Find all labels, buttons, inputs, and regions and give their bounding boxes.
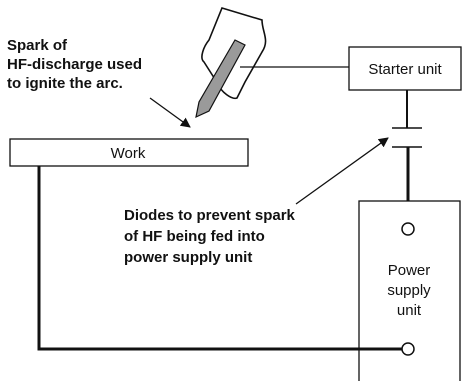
power-supply-terminal-top bbox=[401, 222, 415, 236]
work-box bbox=[9, 138, 249, 167]
diode-note-line-2: of HF being fed into bbox=[124, 228, 265, 245]
diode-arrow bbox=[295, 137, 389, 205]
starter-unit-box bbox=[348, 46, 462, 91]
power-supply-terminal-bottom bbox=[401, 342, 415, 356]
power-supply-label-line-3: unit bbox=[397, 302, 422, 319]
spark-note-line-3: to ignite the arc. bbox=[7, 75, 123, 92]
power-supply-label-line-2: supply bbox=[387, 282, 431, 299]
starter-unit-label: Starter unit bbox=[368, 61, 442, 78]
spark-note-line-1: Spark of bbox=[7, 37, 68, 54]
diode-note-line-1: Diodes to prevent spark bbox=[124, 207, 296, 224]
power-supply-label-line-1: Power bbox=[388, 262, 431, 279]
diode-note-line-3: power supply unit bbox=[124, 249, 252, 266]
spark-note-line-2: HF-discharge used bbox=[7, 56, 142, 73]
work-return-cable bbox=[37, 166, 402, 351]
spark-arrow bbox=[149, 97, 191, 128]
work-label: Work bbox=[111, 145, 146, 162]
torch-electrode bbox=[195, 39, 246, 119]
